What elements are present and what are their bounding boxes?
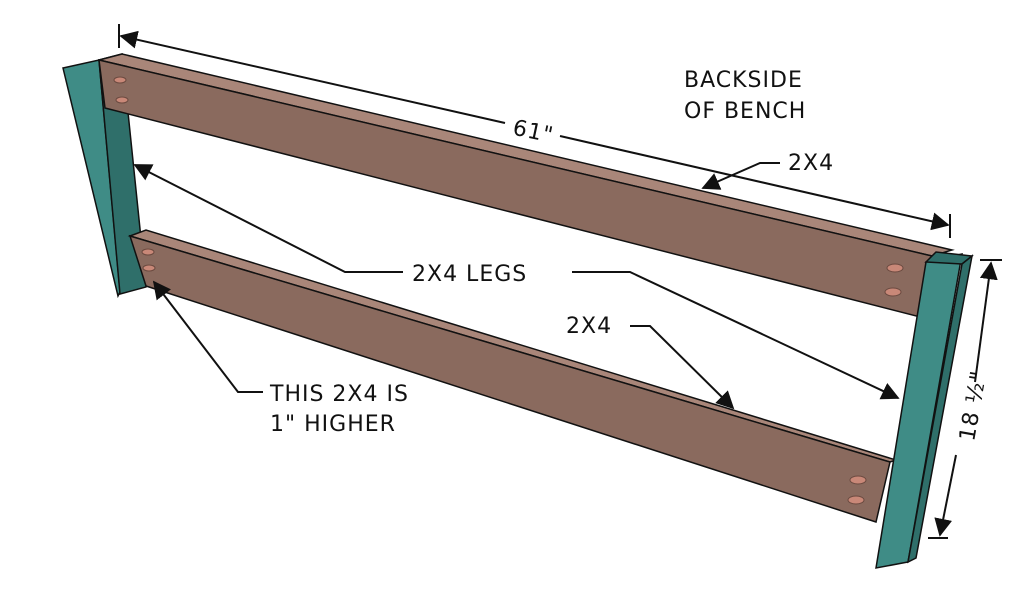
legs-leader-right xyxy=(572,271,900,400)
screw-hole xyxy=(141,248,155,256)
width-dimension-label: 61" xyxy=(510,116,555,149)
dimension-line-left xyxy=(119,30,506,124)
screw-hole xyxy=(849,475,867,485)
dimension-line-right xyxy=(559,135,950,231)
screw-hole xyxy=(142,264,156,272)
legs-leader-left xyxy=(133,164,403,273)
legs-label: 2X4 LEGS xyxy=(412,262,527,287)
title-line-1: BACKSIDE xyxy=(684,68,803,93)
bottom-board-leader xyxy=(630,325,735,410)
screw-hole xyxy=(847,495,865,505)
top-rail-board xyxy=(98,53,955,319)
top-board-leader xyxy=(701,162,780,190)
bottom-board-label: 2X4 xyxy=(566,314,612,339)
height-dimension-label: 18 ½" xyxy=(955,368,992,443)
screw-hole xyxy=(113,76,127,84)
screw-hole xyxy=(886,263,904,273)
right-leg xyxy=(875,251,974,569)
right-leg-side-face xyxy=(906,254,974,564)
title-line-2: OF BENCH xyxy=(684,99,806,124)
top-board-label: 2X4 xyxy=(788,151,834,176)
note-callout: THIS 2X4 IS 1" HIGHER xyxy=(152,280,409,437)
note-leader xyxy=(152,280,263,393)
screw-hole xyxy=(884,287,902,297)
note-line-1: THIS 2X4 IS xyxy=(269,382,409,407)
bottom-board-callout: 2X4 xyxy=(566,314,735,410)
dimension-line-upper xyxy=(974,261,998,383)
dimension-line-lower xyxy=(934,454,957,537)
top-board-callout: 2X4 xyxy=(701,151,834,190)
bottom-rail-front-face xyxy=(128,234,891,523)
note-line-2: 1" HIGHER xyxy=(270,412,396,437)
legs-callout: 2X4 LEGS xyxy=(133,164,900,400)
screw-hole xyxy=(115,96,129,104)
